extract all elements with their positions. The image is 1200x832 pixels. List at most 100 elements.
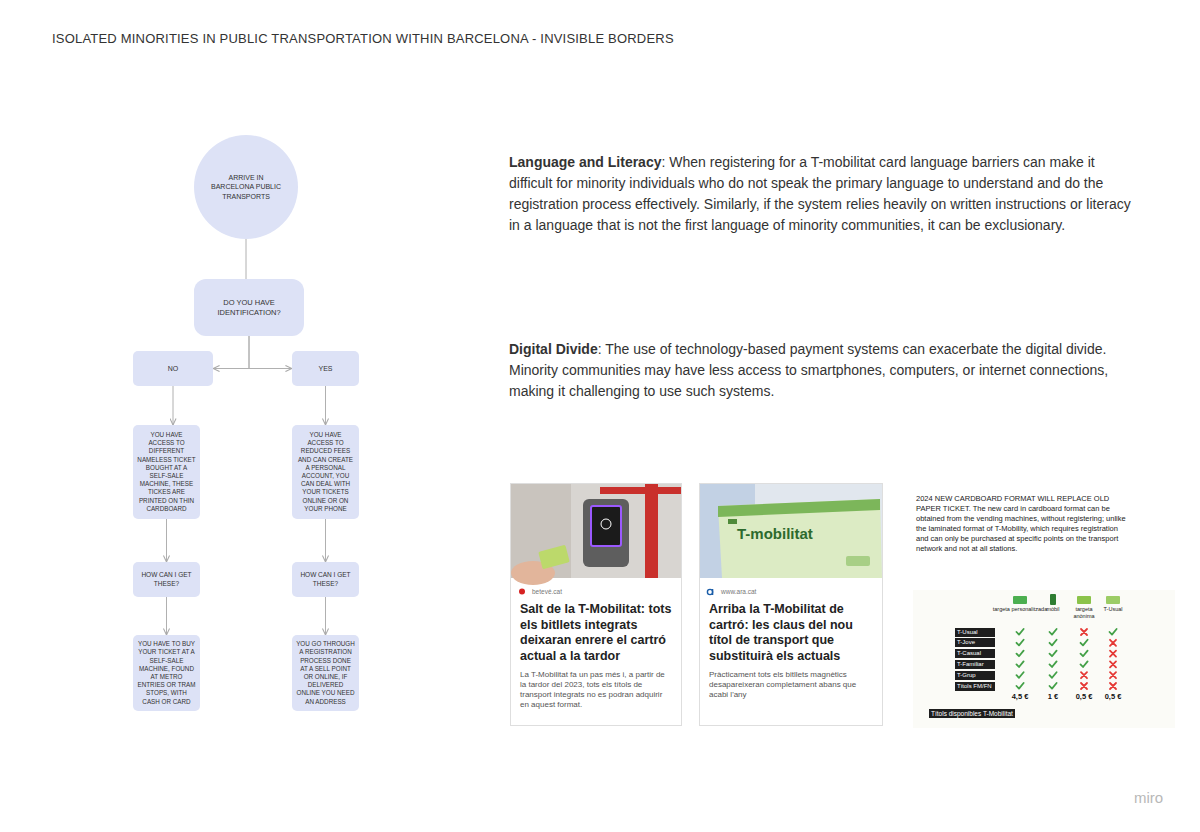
page-title: ISOLATED MINORITIES IN PUBLIC TRANSPORTA…	[52, 31, 674, 46]
flow-connector	[325, 386, 326, 425]
check-mark	[1081, 640, 1088, 646]
table-row-label: T-Jove	[955, 638, 995, 647]
process-box: YOU GO THROUGH A REGISTRATION PROCESS DO…	[292, 635, 359, 711]
validator-photo	[511, 484, 681, 585]
flow-connector	[246, 239, 247, 279]
screen-icon	[601, 519, 611, 529]
cross-mark	[1110, 683, 1116, 689]
card-logo	[728, 519, 737, 524]
card-photo	[700, 484, 882, 578]
card-headline: Salt de la T-Mobilitat: tots els bitllet…	[520, 602, 672, 664]
source-icon	[707, 589, 712, 595]
check-mark	[1017, 661, 1024, 667]
check-mark	[1017, 629, 1024, 635]
check-mark	[1017, 672, 1024, 678]
table-price: 0,5 €	[1067, 692, 1101, 701]
held-card	[538, 545, 570, 570]
card-icon	[1013, 596, 1027, 604]
cross-mark	[1110, 651, 1116, 657]
check-mark	[1050, 672, 1057, 678]
text-paragraph: Language and Literacy: When registering …	[509, 152, 1141, 236]
node-text: HOW CAN I GET THESE?	[296, 571, 355, 588]
table-row-label: T-Familiar	[955, 660, 995, 669]
check-mark	[1081, 651, 1088, 657]
node-text: YOU HAVE ACCESS TO DIFFERENT NAMELESS TI…	[137, 431, 196, 513]
process-box: YOU HAVE TO BUY YOUR TICKET AT A SELF-SA…	[133, 635, 200, 711]
table-ground	[913, 590, 1175, 728]
photo-ground	[700, 484, 882, 578]
check-mark	[1017, 683, 1024, 689]
green-card	[718, 499, 882, 578]
question-box: HOW CAN I GET THESE?	[133, 562, 200, 597]
check-mark	[1050, 661, 1057, 667]
flow-connector	[166, 519, 167, 562]
table-price: 0,5 €	[1096, 692, 1130, 701]
start-circle: ARRIVE IN BARCELONA PUBLIC TRANSPORTS	[194, 135, 298, 239]
table-header: targeta personalitzada	[992, 606, 1048, 613]
validator-body	[583, 499, 629, 567]
card-mark	[846, 556, 870, 566]
card-print: T-mobilitat	[737, 525, 867, 544]
check-mark	[1110, 629, 1117, 635]
card-source: betevé.cat	[520, 587, 672, 596]
node-text: HOW CAN I GET THESE?	[137, 571, 196, 588]
check-mark	[1050, 651, 1057, 657]
check-mark	[1050, 640, 1057, 646]
flow-connector	[249, 336, 292, 369]
cross-mark	[1110, 640, 1116, 646]
table-price: 4,5 €	[1003, 692, 1037, 701]
check-mark	[1050, 683, 1057, 689]
card-band	[718, 499, 880, 517]
check-mark	[1050, 629, 1057, 635]
paragraph-text: : The use of technology-based payment sy…	[509, 341, 1108, 399]
handrail	[600, 487, 681, 494]
node-text: ARRIVE IN BARCELONA PUBLIC TRANSPORTS	[208, 173, 284, 200]
info-box: YOU HAVE ACCESS TO DIFFERENT NAMELESS TI…	[133, 425, 200, 519]
cross-mark	[1081, 683, 1087, 689]
node-text: YOU HAVE ACCESS TO REDUCED FEES AND CAN …	[296, 431, 355, 513]
check-mark	[1017, 651, 1024, 657]
paragraph-heading: Language and Literacy	[509, 154, 661, 170]
handrail	[645, 484, 658, 578]
node-text: YOU GO THROUGH A REGISTRATION PROCESS DO…	[296, 640, 355, 705]
text-paragraph: Digital Divide: The use of technology-ba…	[509, 339, 1141, 402]
question-box: HOW CAN I GET THESE?	[292, 562, 359, 597]
info-box: YOU HAVE ACCESS TO REDUCED FEES AND CAN …	[292, 425, 359, 519]
watermark: miro	[1134, 789, 1163, 807]
check-mark	[1081, 661, 1088, 667]
ticket-table	[913, 590, 1175, 728]
cross-mark	[1081, 629, 1087, 635]
note-text: 2024 NEW CARDBOARD FORMAT WILL REPLACE O…	[916, 494, 1128, 554]
cross-mark	[1110, 672, 1116, 678]
check-mark	[1017, 640, 1024, 646]
card-source: www.ara.cat	[709, 587, 873, 596]
table-row-label: Títols FM/FN	[955, 682, 995, 691]
table-row-label: T-Grup	[955, 671, 995, 680]
table-header: targeta anònima	[1069, 606, 1099, 619]
flow-connector	[325, 597, 326, 635]
table-row-label: T-Usual	[955, 628, 995, 637]
source-icon	[519, 589, 525, 595]
card-body: La T-Mobilitat fa un pas més i, a partir…	[520, 670, 672, 710]
article-card: betevé.catSalt de la T-Mobilitat: tots e…	[510, 483, 682, 726]
node-text: DO YOU HAVE IDENTIFICATION?	[198, 298, 300, 318]
card-icon	[1077, 596, 1091, 604]
answer-box: NO	[133, 351, 213, 386]
node-text: YOU HAVE TO BUY YOUR TICKET AT A SELF-SA…	[137, 640, 196, 705]
node-text: NO	[168, 364, 179, 373]
flow-connector	[166, 597, 167, 635]
card-body: Pràcticament tots els bitllets magnètics…	[709, 670, 873, 700]
flow-connector	[213, 336, 249, 369]
answer-box: YES	[292, 351, 359, 386]
table-header: mòbil	[1038, 606, 1068, 613]
validator-screen	[591, 506, 621, 546]
node-text: YES	[318, 364, 332, 373]
cross-mark	[1081, 672, 1087, 678]
table-price: 1 €	[1036, 692, 1070, 701]
decision-box: DO YOU HAVE IDENTIFICATION?	[194, 279, 304, 336]
card-icon	[1106, 596, 1120, 604]
flow-connector	[173, 386, 174, 425]
article-card: www.ara.catArriba la T-Mobilitat de cart…	[699, 483, 883, 726]
flow-connector	[325, 519, 326, 562]
